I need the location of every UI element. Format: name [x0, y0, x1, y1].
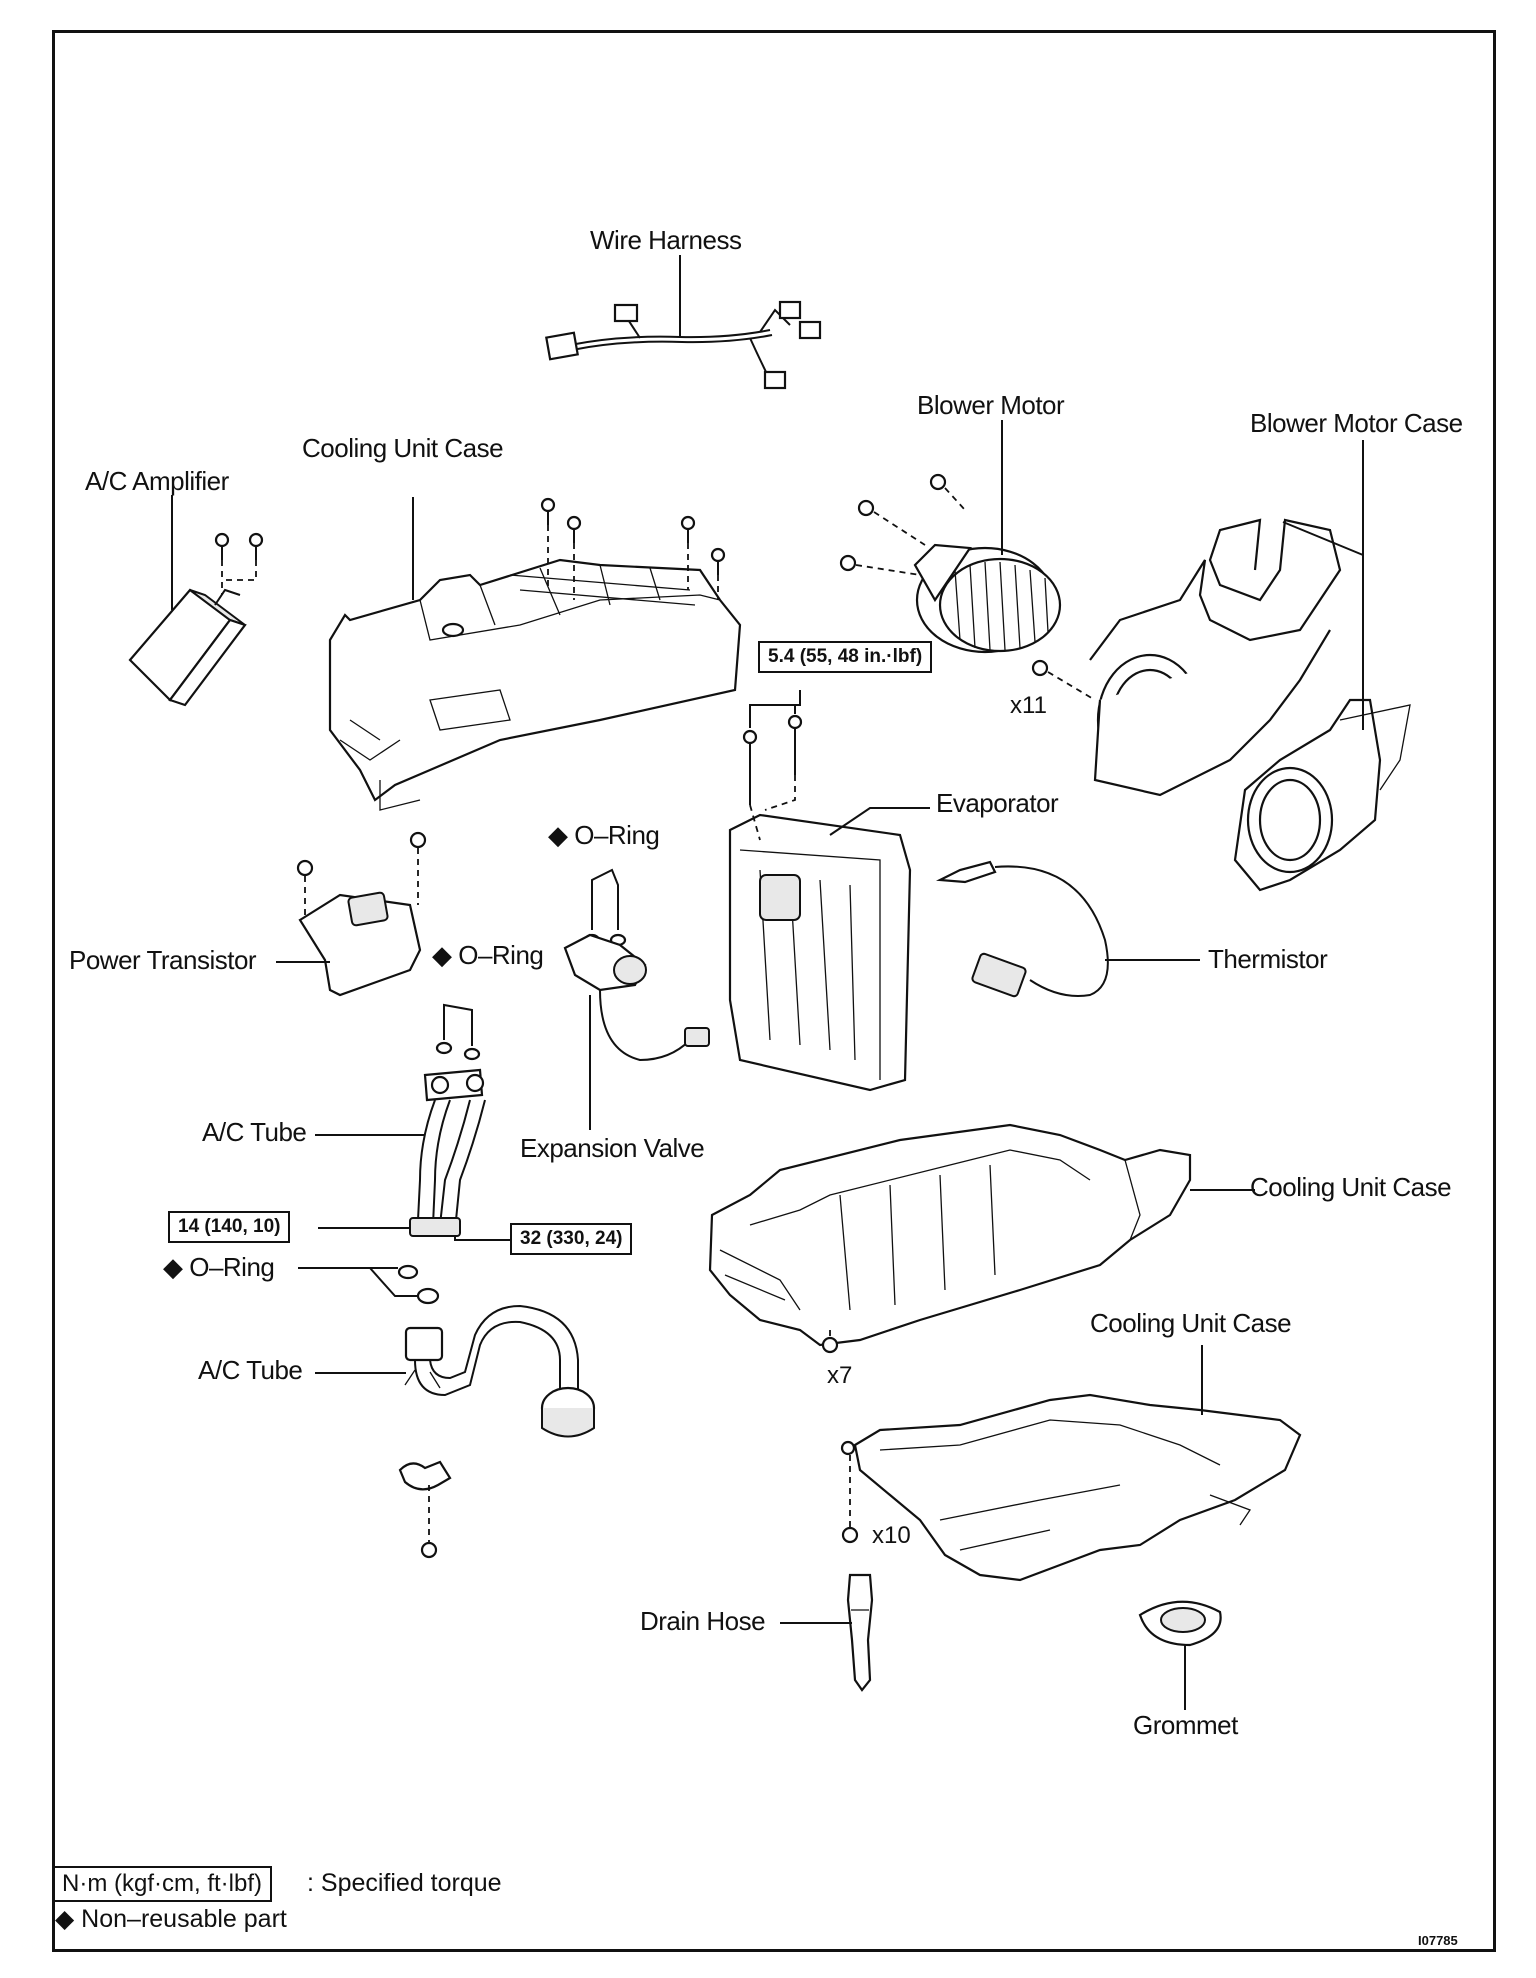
o-ring-upper-leader: [591, 868, 619, 930]
wire-harness-part: [545, 300, 822, 390]
evaporator-part: [728, 714, 912, 1092]
power-transistor-part: [296, 831, 427, 997]
thermistor-label: Thermistor: [1208, 944, 1328, 974]
o-ring-lower-part: [397, 1264, 440, 1305]
grommet-part: [1138, 1600, 1222, 1647]
cooling-unit-case-top-label: Cooling Unit Case: [302, 433, 504, 463]
drain-hose-part: [846, 1573, 874, 1692]
cooling-unit-case-low-label: Cooling Unit Case: [1090, 1308, 1292, 1338]
cooling-unit-case-mid-label: Cooling Unit Case: [1250, 1172, 1452, 1202]
torque-right-leader: [454, 1236, 512, 1241]
blower-motor-case-label: Blower Motor Case: [1250, 408, 1463, 438]
torque-evaporator-box: 5.4 (55, 48 in.·lbf): [758, 641, 933, 673]
legend-torque-description: : Specified torque: [307, 1869, 502, 1897]
ac-tube-lower-label: A/C Tube: [198, 1355, 303, 1385]
ac-amplifier-label: A/C Amplifier: [85, 466, 229, 496]
grommet-label: Grommet: [1133, 1710, 1238, 1740]
torque-right-box: 32 (330, 24): [510, 1223, 633, 1255]
ac-tube-upper-part: [409, 1068, 486, 1237]
blower-motor-part: [839, 473, 1062, 654]
drain-hose-label: Drain Hose: [640, 1606, 766, 1636]
ac-amplifier-part: [128, 532, 264, 707]
expansion-valve-label: Expansion Valve: [520, 1133, 705, 1163]
ac-tube-upper-label: A/C Tube: [202, 1117, 307, 1147]
blower-case-screw-count: x11: [1010, 692, 1047, 719]
diagram-frame: [52, 30, 1496, 1952]
power-transistor-label: Power Transistor: [69, 945, 257, 975]
expansion-valve-part: [563, 933, 710, 1062]
evaporator-leader: [829, 807, 930, 836]
o-ring-mid-label: ◆ O–Ring: [432, 940, 544, 970]
o-ring-mid-leader: [443, 1003, 473, 1046]
ac-tube-lower-part: [404, 1304, 596, 1438]
o-ring-mid-part: [435, 1041, 481, 1061]
o-ring-lower-leader: [298, 1267, 418, 1297]
torque-left-box: 14 (140, 10): [168, 1211, 291, 1243]
tube-clip-part: [398, 1460, 452, 1559]
cooling-unit-case-top-part: [328, 497, 742, 811]
o-ring-upper-label: ◆ O–Ring: [548, 820, 660, 850]
thermistor-part: [935, 860, 1109, 998]
blower-motor-label: Blower Motor: [917, 390, 1065, 420]
wire-harness-label: Wire Harness: [590, 225, 742, 255]
cooling-unit-case-low-part: [840, 1393, 1302, 1582]
blower-motor-case-part: [1031, 518, 1411, 892]
legend-torque-unit-box: N·m (kgf·cm, ft·lbf): [52, 1866, 272, 1902]
cooling-unit-case-mid-part: [708, 1123, 1192, 1354]
mid-case-screw-count: x7: [827, 1362, 853, 1389]
evaporator-label: Evaporator: [936, 788, 1059, 818]
figure-code: I07785: [1418, 1933, 1458, 1948]
evaporator-torque-leader: [749, 690, 801, 728]
low-case-screw-count: x10: [872, 1522, 911, 1549]
legend-nonreusable: ◆ Non–reusable part: [55, 1905, 287, 1933]
o-ring-lower-label: ◆ O–Ring: [163, 1252, 275, 1282]
